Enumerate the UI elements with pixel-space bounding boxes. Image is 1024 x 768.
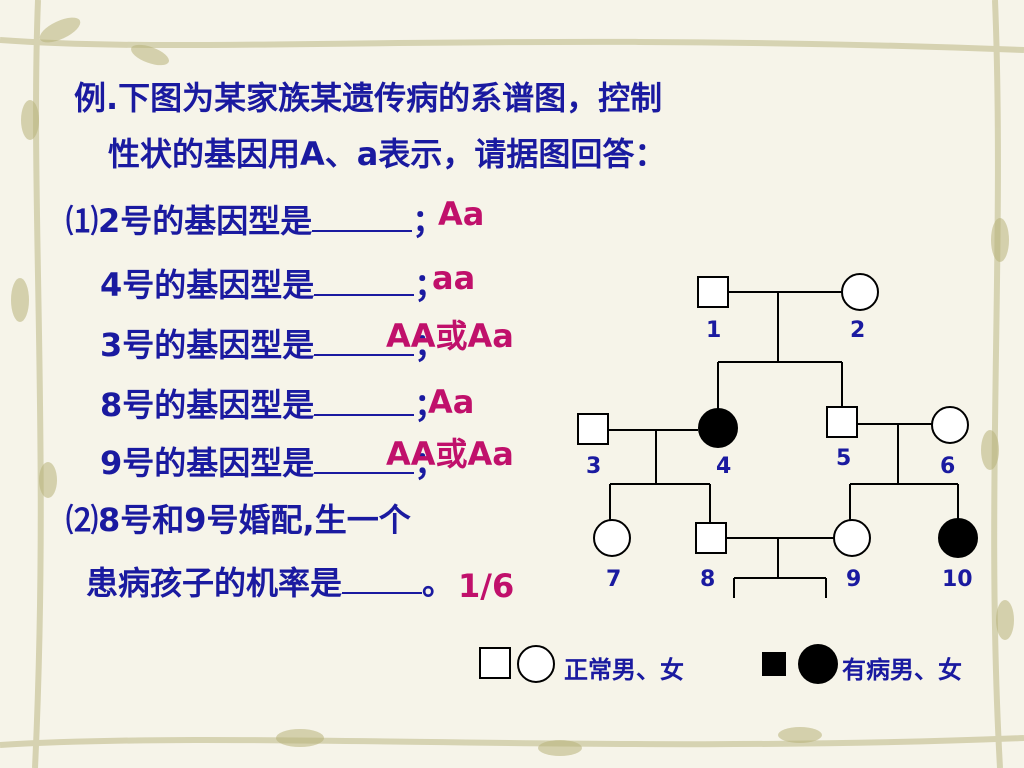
question-2: 4号的基因型是 ； [100,262,446,305]
answer-blank-4 [314,382,415,416]
question-3-prefix: 3号的基因型是 [100,326,315,364]
legend-normal-label: 正常男、女 [564,656,684,684]
question-3-suffix: ； [414,326,447,364]
question-4-prefix: 8号的基因型是 [100,386,315,424]
answer-blank-3 [314,322,415,356]
member-9-symbol [833,519,871,557]
answer-3: AA或Aa [386,317,514,355]
member-label-3: 3 [586,454,601,479]
member-label-6: 6 [940,454,955,479]
answer-blank-1 [312,198,413,232]
member-10-symbol [938,518,978,558]
question-2-prefix: 4号的基因型是 [100,266,315,304]
legend-normal-female-icon [517,645,555,683]
answer-blank-5 [314,440,415,474]
answer-5: AA或Aa [386,435,514,473]
answer-2: aa [432,259,476,297]
legend-affected-male-icon [762,652,786,676]
question-line-2: 性状的基因用A、a表示，请据图回答： [108,135,667,173]
pedigree-lines [608,291,959,598]
question-part2-prefix: 患病孩子的机率是 [86,564,343,602]
question-5: 9号的基因型是 ； [100,440,446,483]
member-2-symbol [841,273,879,311]
member-label-10: 10 [942,567,973,592]
question-1: ⑴2号的基因型是 ； [66,198,444,241]
pedigree-labels: 1 2 3 4 5 6 7 8 9 10 [586,318,973,592]
question-2-suffix: ； [414,266,447,304]
question-1-suffix: ； [412,202,445,240]
member-5-symbol [826,406,858,438]
member-4-symbol [698,408,738,448]
member-3-symbol [577,413,609,445]
member-label-4: 4 [716,454,731,479]
pedigree-symbols [577,273,978,558]
member-label-2: 2 [850,318,865,343]
answer-6: 1/6 [458,567,515,605]
member-7-symbol [593,519,631,557]
question-4-suffix: ； [414,386,447,424]
legend-affected-label: 有病男、女 [842,656,962,684]
legend-normal-male-icon [479,647,511,679]
answer-1: Aa [438,195,485,233]
member-6-symbol [931,406,969,444]
member-label-1: 1 [706,318,721,343]
question-part2-line-2: 患病孩子的机率是 。 [86,560,454,603]
question-4: 8号的基因型是 ； [100,382,446,425]
question-1-prefix: ⑴2号的基因型是 [66,202,313,240]
member-label-9: 9 [846,567,861,592]
question-part2-line-1: ⑵8号和9号婚配,生一个 [66,501,411,539]
question-part2-suffix: 。 [422,564,455,602]
answer-blank-2 [314,262,415,296]
question-5-prefix: 9号的基因型是 [100,444,315,482]
member-label-7: 7 [606,567,621,592]
answer-blank-6 [342,560,423,594]
member-label-5: 5 [836,446,851,471]
legend-affected-female-icon [798,644,838,684]
member-label-8: 8 [700,567,715,592]
member-8-symbol [695,522,727,554]
question-line-1: 例.下图为某家族某遗传病的系谱图，控制 [74,79,663,117]
answer-4: Aa [428,383,475,421]
member-1-symbol [697,276,729,308]
question-5-suffix: ； [414,444,447,482]
question-3: 3号的基因型是 ； [100,322,446,365]
